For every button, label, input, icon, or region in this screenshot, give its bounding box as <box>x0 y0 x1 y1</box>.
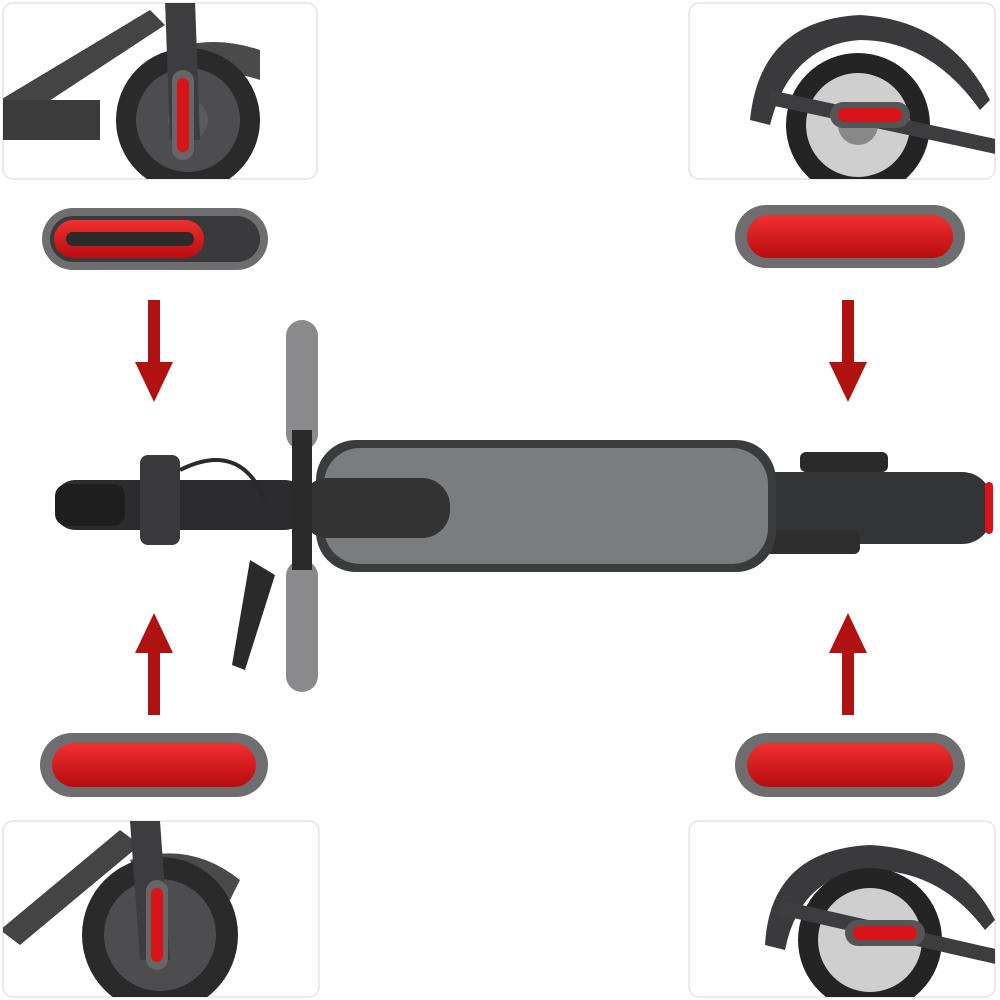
handlebar-grip-bottom <box>286 560 318 692</box>
brake-lever <box>232 560 275 670</box>
rear-wheel-bottom-panel <box>688 820 996 998</box>
arrow-up-icon <box>829 613 867 715</box>
front-wheel-left-panel <box>2 2 318 180</box>
rear-fender <box>720 472 992 544</box>
reflector-bottom-right <box>735 733 965 797</box>
arrow-down-icon <box>829 300 867 402</box>
rear-wheel-right-panel <box>688 2 996 180</box>
reflector-bottom-left <box>40 733 268 797</box>
arrow-down-icon <box>135 300 173 402</box>
arrow-up-icon <box>135 613 173 715</box>
front-wheel-bottom-panel <box>2 820 320 998</box>
reflector-top-left <box>42 208 268 270</box>
reflector-sample <box>177 78 189 152</box>
handlebar-grip-top <box>286 320 318 450</box>
scooter-top-view <box>55 320 993 692</box>
reflector-top-right <box>735 205 965 268</box>
